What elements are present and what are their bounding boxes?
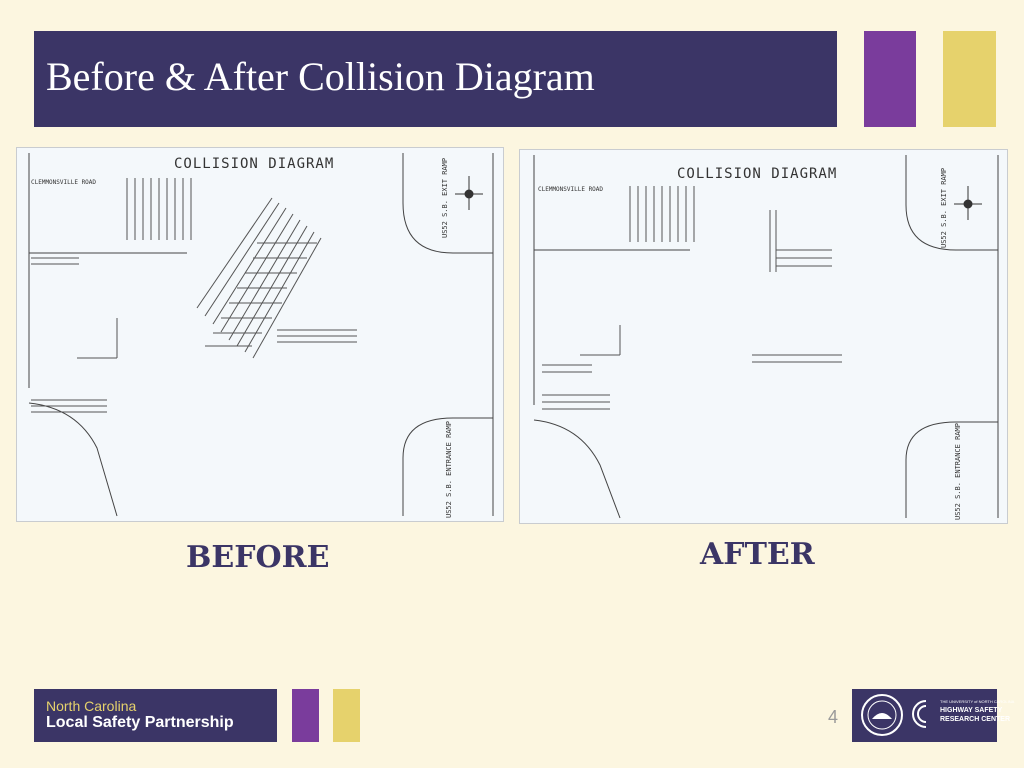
after-collision-diagram: COLLISION DIAGRAM CLEMMONSVILLE ROAD US5…	[519, 149, 1008, 524]
footer-partnership: Local Safety Partnership	[46, 714, 234, 731]
ramp-label-top: US52 S.B. EXIT RAMP	[940, 167, 948, 248]
hsrc-university: THE UNIVERSITY of NORTH CAROLINA	[940, 699, 1015, 704]
footer-state: North Carolina	[46, 698, 137, 714]
road-label-west: CLEMMONSVILLE ROAD	[538, 186, 604, 193]
diagram-title: COLLISION DIAGRAM	[174, 156, 335, 172]
ramp-label-top: US52 S.B. EXIT RAMP	[441, 157, 449, 238]
west-collision-cluster	[542, 325, 621, 410]
north-arrow-icon	[954, 186, 982, 220]
road-label-west: CLEMMONSVILLE ROAD	[31, 179, 97, 186]
ramp-label-bottom: US52 S.B. ENTRANCE RAMP	[954, 423, 962, 520]
before-collision-diagram: COLLISION DIAGRAM CLEMMONSVILLE ROAD US5…	[16, 147, 504, 522]
west-collision-cluster	[31, 257, 118, 413]
diagram-title: COLLISION DIAGRAM	[677, 166, 838, 182]
approach-arrows-north	[629, 186, 695, 242]
footer-partnership-box: North Carolina Local Safety Partnership	[34, 689, 277, 742]
accent-square-gold	[943, 31, 996, 127]
accent-square-purple	[864, 31, 916, 127]
title-bar: Before & After Collision Diagram	[34, 31, 837, 127]
after-diagram-drawing	[533, 155, 999, 519]
ramp-label-bottom: US52 S.B. ENTRANCE RAMP	[445, 421, 453, 518]
logo-box: THE UNIVERSITY of NORTH CAROLINA HIGHWAY…	[852, 689, 1014, 742]
approach-arrows-north	[126, 178, 192, 240]
curb-se	[402, 417, 493, 516]
hsrc-name-line1: HIGHWAY SAFETY	[940, 707, 1003, 714]
before-diagram-drawing	[28, 153, 494, 517]
hsrc-logo-icon	[912, 700, 927, 728]
slide-title: Before & After Collision Diagram	[46, 54, 595, 99]
north-arrow-icon	[455, 176, 483, 210]
footer-accent-gold	[333, 689, 360, 742]
curb-sw	[28, 402, 118, 517]
east-collision-cluster	[277, 329, 357, 343]
nc-seal-icon	[861, 694, 903, 736]
after-caption: AFTER	[700, 537, 815, 572]
diagonal-collision-stack	[196, 197, 322, 359]
footer-accent-purple	[292, 689, 319, 742]
page-number: 4	[828, 707, 839, 727]
curb-ne	[402, 153, 493, 254]
hsrc-name-line2: RESEARCH CENTER	[940, 716, 1011, 723]
before-caption: BEFORE	[186, 540, 330, 575]
central-collision-cluster	[752, 210, 842, 363]
